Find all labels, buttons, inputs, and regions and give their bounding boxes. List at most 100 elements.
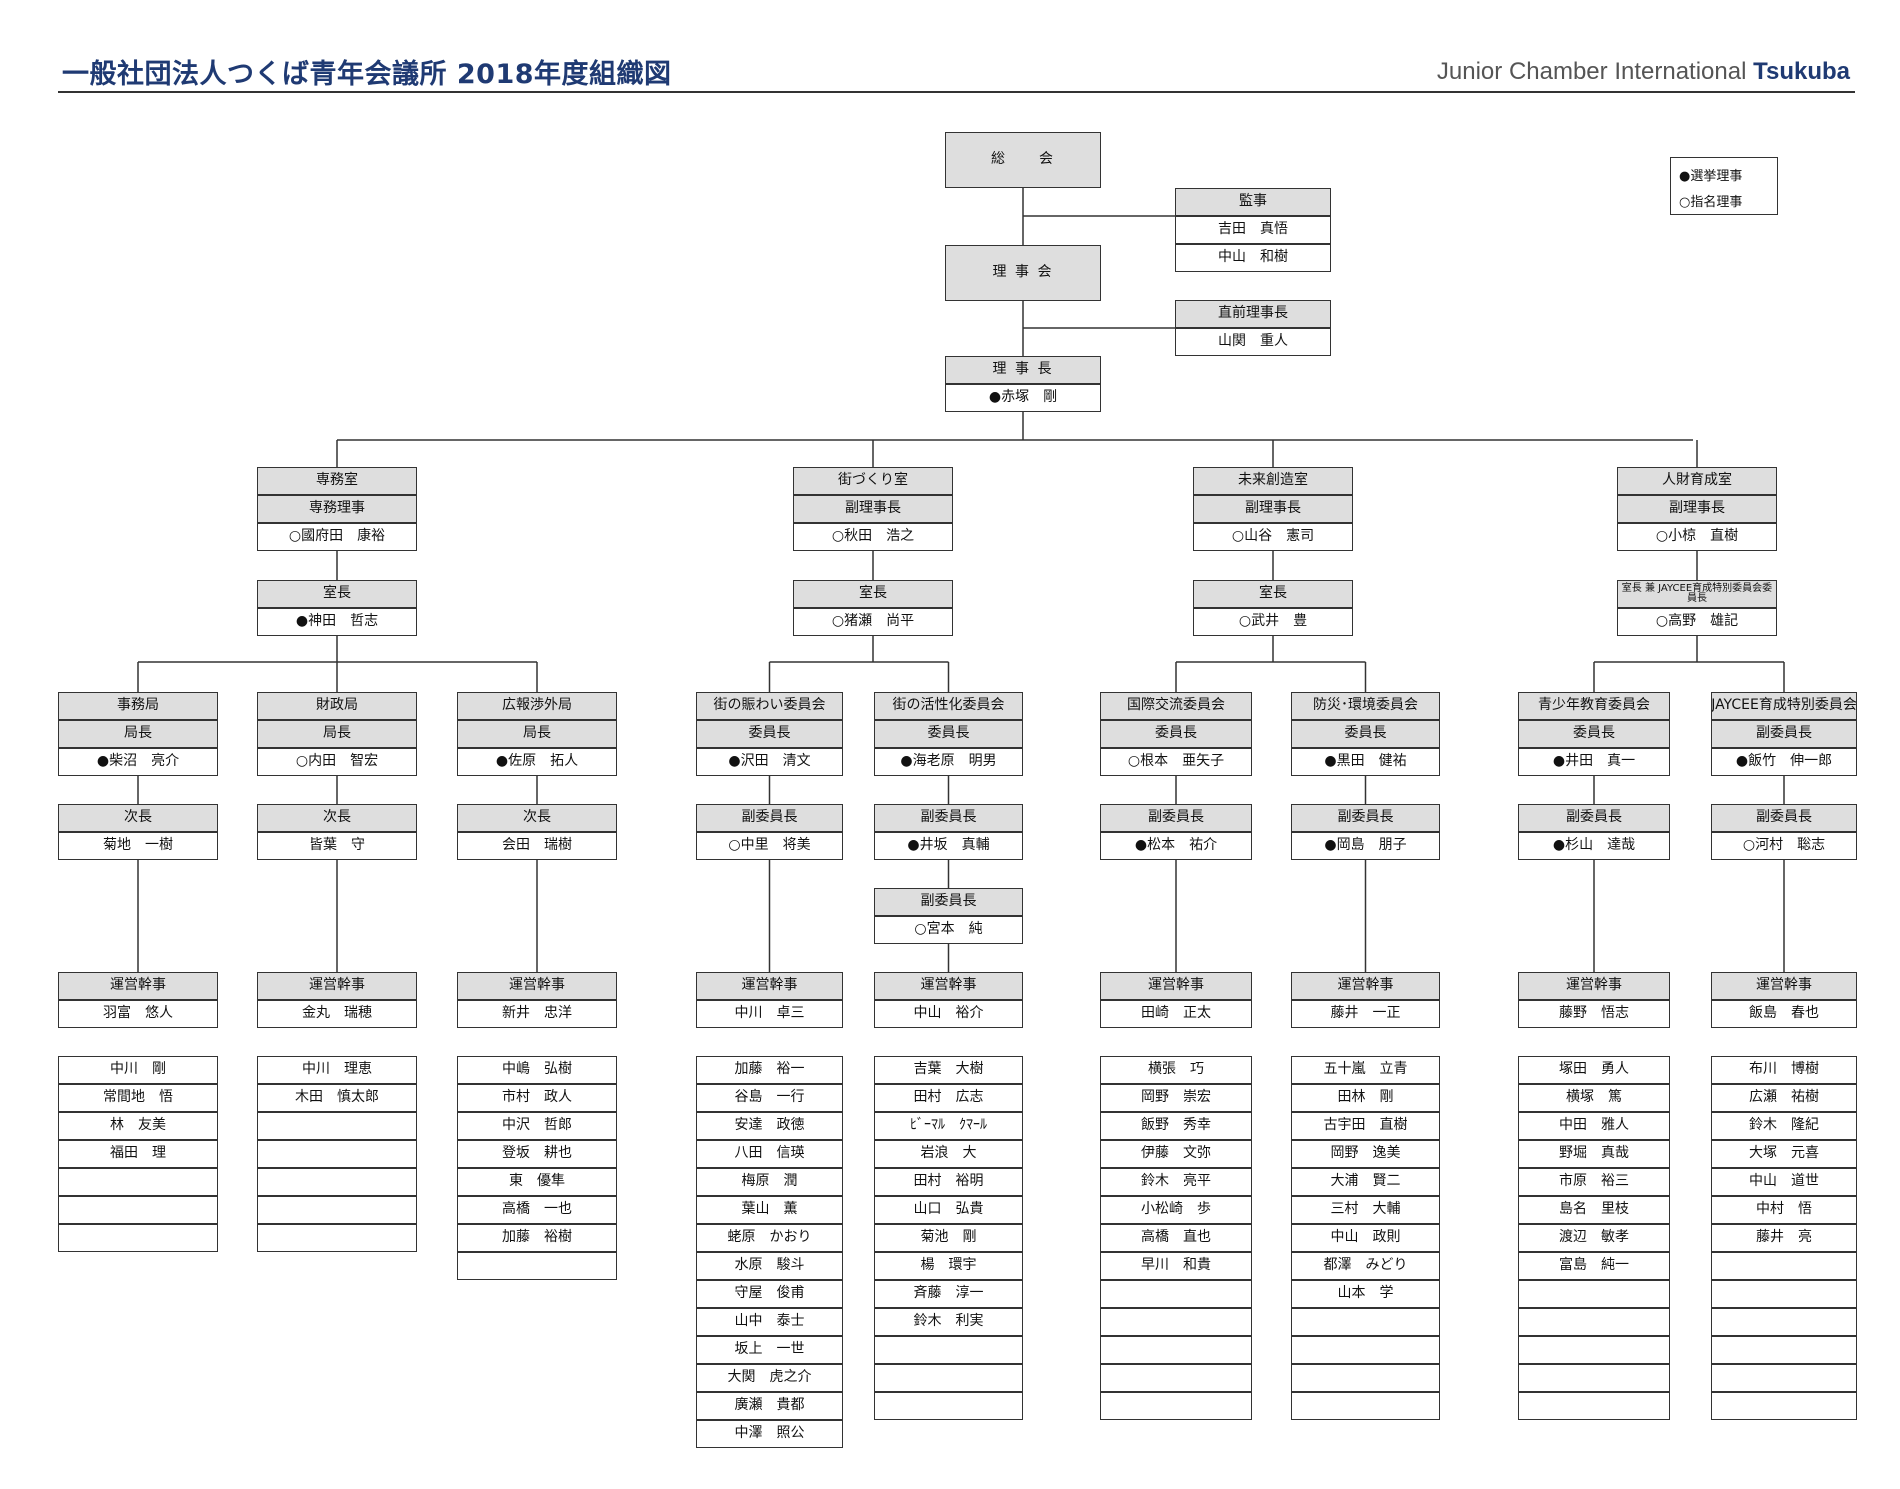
coordinator-name: 中川 卓三	[696, 1000, 843, 1028]
member-row	[1711, 1308, 1857, 1336]
member-row: 葉山 薫	[696, 1196, 843, 1224]
member-row	[1291, 1392, 1440, 1420]
member-row: 山中 泰士	[696, 1308, 843, 1336]
member-row: 布川 博樹	[1711, 1056, 1857, 1084]
member-row: 水原 駿斗	[696, 1252, 843, 1280]
member-row	[1711, 1392, 1857, 1420]
member-row	[1291, 1308, 1440, 1336]
legend-elected: ●選挙理事	[1679, 169, 1743, 184]
member-row: 三村 大輔	[1291, 1196, 1440, 1224]
header-divider	[58, 91, 1855, 93]
member-row: 横塚 篤	[1518, 1084, 1670, 1112]
committee-name: JAYCEE育成特別委員会	[1711, 692, 1857, 720]
member-row: 東 優隼	[457, 1168, 617, 1196]
department-chief-name: ●神田 哲志	[257, 608, 417, 636]
past-president-name: 山関 重人	[1175, 328, 1331, 356]
member-row: 五十嵐 立青	[1291, 1056, 1440, 1084]
department-name: 街づくり室	[793, 467, 953, 495]
coordinator-title: 運営幹事	[457, 972, 617, 1000]
committee-lead-title: 委員長	[696, 720, 843, 748]
department-head: ○國府田 康裕	[257, 523, 417, 551]
coordinator-title: 運営幹事	[1711, 972, 1857, 1000]
member-row: 広瀬 祐樹	[1711, 1084, 1857, 1112]
brand-prefix: Junior Chamber International	[1436, 58, 1747, 85]
member-row	[1291, 1336, 1440, 1364]
page-title: 一般社団法人つくば青年会議所 2018年度組織図	[62, 59, 672, 90]
auditors-title: 監事	[1175, 188, 1331, 216]
brand-logo-text: Junior Chamber International Tsukuba	[1437, 58, 1850, 86]
member-row: 坂上 一世	[696, 1336, 843, 1364]
member-row: 中村 悟	[1711, 1196, 1857, 1224]
member-row: 中田 雅人	[1518, 1112, 1670, 1140]
member-row: 飯野 秀幸	[1100, 1112, 1252, 1140]
deputy-name: ●杉山 達哉	[1518, 832, 1670, 860]
member-row: 小松崎 歩	[1100, 1196, 1252, 1224]
deputy-title: 副委員長	[1100, 804, 1252, 832]
auditor-name: 中山 和樹	[1175, 244, 1331, 272]
member-row: 中嶋 弘樹	[457, 1056, 617, 1084]
department-chief-title: 室長 兼 JAYCEE育成特別委員会委員長	[1617, 580, 1777, 608]
member-row: 八田 信瑛	[696, 1140, 843, 1168]
member-row: 高橋 一也	[457, 1196, 617, 1224]
general-assembly-box: 総 会	[945, 132, 1101, 188]
deputy-title: 次長	[58, 804, 218, 832]
member-row: 吉葉 大樹	[874, 1056, 1023, 1084]
member-row	[874, 1364, 1023, 1392]
coordinator-title: 運営幹事	[257, 972, 417, 1000]
department-chief-name: ○猪瀬 尚平	[793, 608, 953, 636]
member-row: 加藤 裕樹	[457, 1224, 617, 1252]
committee-name: 事務局	[58, 692, 218, 720]
deputy-title: 副委員長	[1518, 804, 1670, 832]
deputy-title: 副委員長	[1711, 804, 1857, 832]
member-row: 山本 学	[1291, 1280, 1440, 1308]
member-row: 福田 理	[58, 1140, 218, 1168]
coordinator-name: 田崎 正太	[1100, 1000, 1252, 1028]
member-row: 横張 巧	[1100, 1056, 1252, 1084]
committee-lead-title: 委員長	[1291, 720, 1440, 748]
past-president-title: 直前理事長	[1175, 300, 1331, 328]
member-row	[874, 1336, 1023, 1364]
member-row: 中澤 照公	[696, 1420, 843, 1448]
coordinator-title: 運営幹事	[1518, 972, 1670, 1000]
member-row: 塚田 勇人	[1518, 1056, 1670, 1084]
member-row: 廣瀬 貴都	[696, 1392, 843, 1420]
department-chief-title: 室長	[257, 580, 417, 608]
member-row	[1518, 1336, 1670, 1364]
member-row	[1711, 1336, 1857, 1364]
member-row	[58, 1168, 218, 1196]
member-row: 中山 道世	[1711, 1168, 1857, 1196]
department-role: 専務理事	[257, 495, 417, 523]
member-row: 楊 環宇	[874, 1252, 1023, 1280]
deputy-title: 次長	[257, 804, 417, 832]
member-row	[1291, 1364, 1440, 1392]
member-row	[457, 1252, 617, 1280]
coordinator-title: 運営幹事	[1100, 972, 1252, 1000]
member-row: 梅原 潤	[696, 1168, 843, 1196]
coordinator-name: 飯島 春也	[1711, 1000, 1857, 1028]
member-row: 渡辺 敏孝	[1518, 1224, 1670, 1252]
member-row	[1518, 1392, 1670, 1420]
member-row: 守屋 俊甫	[696, 1280, 843, 1308]
member-row: 島名 里枝	[1518, 1196, 1670, 1224]
department-chief-name: ○高野 雄記	[1617, 608, 1777, 636]
committee-lead-name: ●黒田 健祐	[1291, 748, 1440, 776]
department-name: 人財育成室	[1617, 467, 1777, 495]
legend: ●選挙理事 ○指名理事	[1670, 157, 1778, 215]
member-row	[874, 1392, 1023, 1420]
committee-name: 防災･環境委員会	[1291, 692, 1440, 720]
member-row: ﾋﾞｰﾏﾙ ｸﾏｰﾙ	[874, 1112, 1023, 1140]
deputy-name: ●岡島 朋子	[1291, 832, 1440, 860]
member-row	[58, 1224, 218, 1252]
deputy-name: ●松本 祐介	[1100, 832, 1252, 860]
brand-name: Tsukuba	[1753, 58, 1850, 85]
deputy-name: ○中里 将美	[696, 832, 843, 860]
department-head: ○秋田 浩之	[793, 523, 953, 551]
member-row: 岡野 逸美	[1291, 1140, 1440, 1168]
member-row: 市原 裕三	[1518, 1168, 1670, 1196]
member-row: 田村 裕明	[874, 1168, 1023, 1196]
member-row: 谷島 一行	[696, 1084, 843, 1112]
member-row	[1100, 1336, 1252, 1364]
committee-name: 国際交流委員会	[1100, 692, 1252, 720]
committee-name: 街の賑わい委員会	[696, 692, 843, 720]
